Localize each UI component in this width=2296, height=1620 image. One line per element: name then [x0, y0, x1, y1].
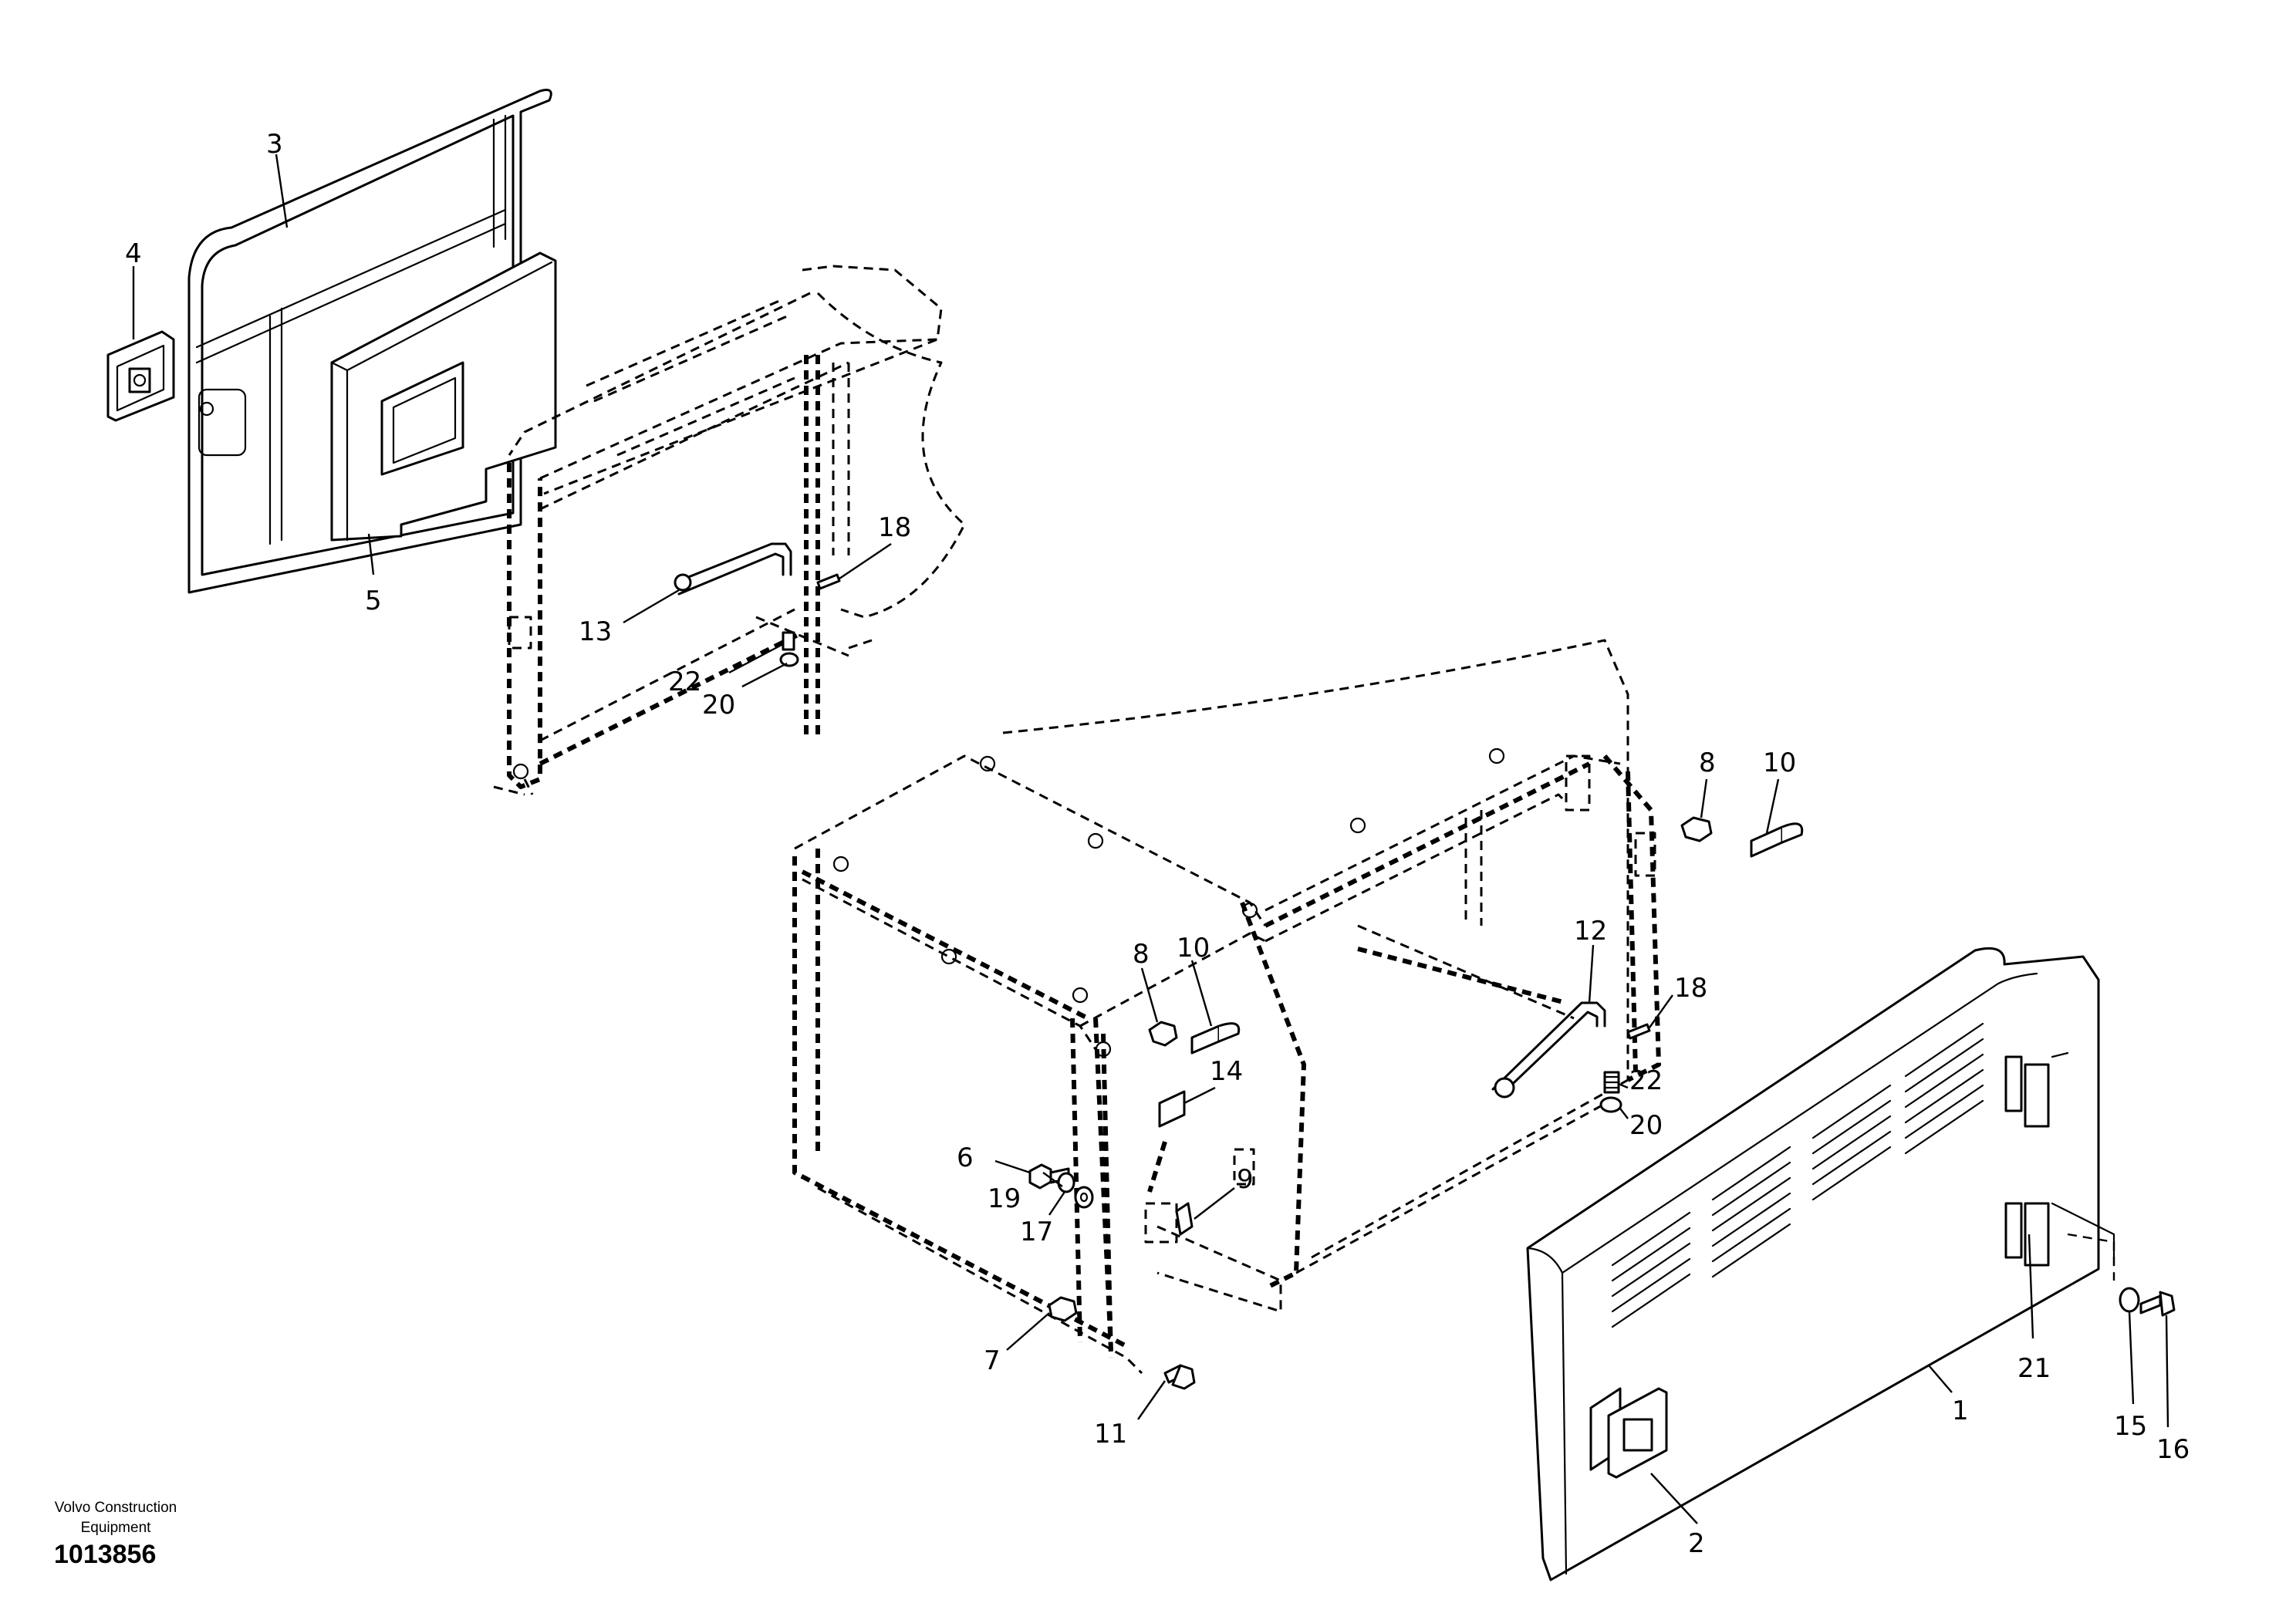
bolt-part-10-right[interactable] [1750, 822, 1804, 858]
callout-9: 9 [1237, 1164, 1254, 1195]
handle-part-12[interactable] [1491, 1001, 1606, 1099]
pin-part-18-right[interactable] [1626, 1023, 1651, 1040]
callout-8-mid: 8 [1133, 939, 1150, 970]
callout-22-right: 22 [1629, 1065, 1663, 1096]
nut-part-7[interactable] [1048, 1296, 1078, 1322]
hinge-part-21[interactable] [2004, 1051, 2115, 1281]
callout-4: 4 [125, 238, 142, 269]
callout-18-right: 18 [1674, 973, 1707, 1004]
washer-part-19[interactable] [1057, 1172, 1075, 1193]
pin-part-18-upper[interactable] [816, 573, 841, 590]
nut-part-8-mid[interactable] [1148, 1021, 1178, 1047]
callout-11: 11 [1094, 1419, 1127, 1450]
spring-part-22-upper[interactable] [782, 631, 795, 651]
lock-part-4[interactable] [106, 330, 175, 422]
callout-7: 7 [984, 1345, 1001, 1376]
callout-10-right: 10 [1763, 748, 1796, 778]
callout-22-upper: 22 [668, 667, 701, 697]
handle-part-13[interactable] [674, 542, 792, 596]
maker-line-2: Equipment [80, 1520, 151, 1536]
panel-latch-part-2[interactable] [1589, 1387, 1668, 1479]
washer-part-15[interactable] [2119, 1287, 2140, 1313]
maker-label: Volvo Construction Equipment [39, 1498, 193, 1538]
louver-vents [1611, 1022, 1984, 1328]
bolt-part-16[interactable] [2139, 1291, 2176, 1317]
callout-10-mid: 10 [1177, 933, 1210, 964]
callout-1: 1 [1952, 1396, 1969, 1426]
leader-lines [132, 154, 2169, 1524]
upper-frame-phantom [493, 265, 966, 796]
bolt-part-10-mid[interactable] [1190, 1022, 1241, 1055]
callout-2: 2 [1688, 1528, 1705, 1559]
insulation-panel-part-5[interactable] [330, 251, 557, 542]
washer-part-20-right[interactable] [1599, 1096, 1622, 1113]
callout-18-upper: 18 [878, 512, 911, 543]
callout-20-right: 20 [1629, 1110, 1663, 1141]
callout-17: 17 [1020, 1217, 1053, 1247]
nut-part-8-right[interactable] [1680, 816, 1713, 842]
callout-12: 12 [1574, 916, 1607, 947]
washer-part-17[interactable] [1074, 1186, 1094, 1209]
spring-part-22-right[interactable] [1603, 1071, 1620, 1094]
callout-21: 21 [2017, 1353, 2051, 1384]
washer-part-20-upper[interactable] [779, 652, 799, 667]
drawing-number: 1013856 [54, 1540, 157, 1569]
callout-8-right: 8 [1699, 748, 1716, 778]
callout-15: 15 [2114, 1411, 2147, 1442]
callout-19: 19 [988, 1183, 1021, 1214]
callout-13: 13 [579, 616, 612, 647]
bolt-part-11[interactable] [1163, 1364, 1196, 1390]
callout-14: 14 [1210, 1056, 1243, 1087]
latch-part-14[interactable] [1147, 1090, 1186, 1193]
callout-labels: 1 2 3 4 5 6 7 8 8 9 10 10 11 12 13 14 15… [125, 129, 2190, 1559]
callout-20-upper: 20 [702, 690, 735, 721]
callout-5: 5 [365, 586, 382, 616]
side-panel-part-1[interactable] [1526, 947, 2100, 1581]
callout-3: 3 [266, 129, 283, 160]
fasteners [779, 573, 2176, 1390]
maker-line-1: Volvo Construction [54, 1500, 177, 1516]
callout-6: 6 [957, 1142, 974, 1173]
striker-part-9[interactable] [1175, 1202, 1194, 1236]
callout-16: 16 [2156, 1434, 2190, 1465]
